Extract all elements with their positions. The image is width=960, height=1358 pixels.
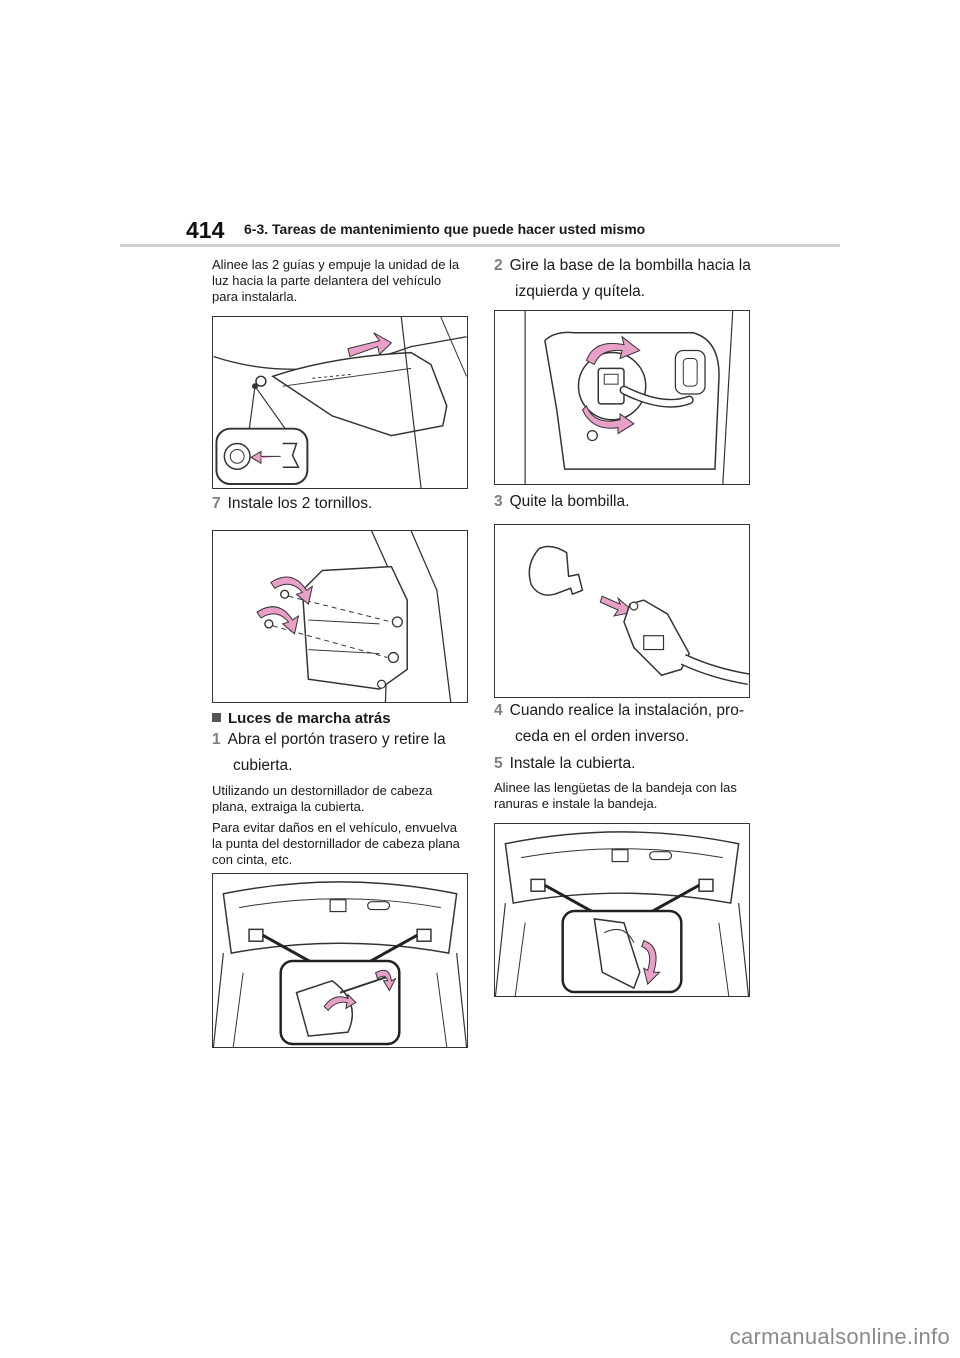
step-3-number: 3 bbox=[494, 493, 503, 510]
step-4: 4 Cuando realice la instalación, pro- ced… bbox=[494, 699, 754, 749]
intro-line-1: Alinee las 2 guías y empuje la unidad de… bbox=[212, 257, 460, 272]
intro-line-2: luz hacia la parte delantera del vehícul… bbox=[212, 273, 442, 288]
step-2-line-1: Gire la base de la bombilla hacia la bbox=[509, 257, 751, 274]
step-7-number: 7 bbox=[212, 495, 221, 512]
note-2-line-3: con cinta, etc. bbox=[212, 852, 293, 867]
section-heading-reverse-lights: Luces de marcha atrás bbox=[212, 710, 391, 727]
note-1: Utilizando un destornillador de cabeza p… bbox=[212, 783, 472, 815]
step-2: 2 Gire la base de la bombilla hacia la iz… bbox=[494, 254, 754, 304]
step-1-line-2: cubierta. bbox=[233, 757, 293, 774]
note-2-line-1: Para evitar daños en el vehículo, envuel… bbox=[212, 820, 457, 835]
step-1-line-1: Abra el portón trasero y retire la bbox=[227, 731, 446, 748]
step-3: 3 Quite la bombilla. bbox=[494, 490, 629, 514]
step-5: 5 Instale la cubierta. bbox=[494, 752, 635, 776]
step-3-text: Quite la bombilla. bbox=[509, 493, 630, 510]
note-right-line-1: Alinee las lengüetas de la bandeja con l… bbox=[494, 780, 737, 795]
square-bullet-icon bbox=[212, 713, 221, 722]
note-2: Para evitar daños en el vehículo, envuel… bbox=[212, 820, 472, 868]
step-7: 7 Instale los 2 tornillos. bbox=[212, 492, 372, 516]
section-title: 6-3. Tareas de mantenimiento que puede h… bbox=[244, 221, 646, 237]
step-2-number: 2 bbox=[494, 257, 503, 274]
figure-turn-bulb-base bbox=[494, 310, 750, 485]
step-4-line-1: Cuando realice la instalación, pro- bbox=[509, 702, 744, 719]
step-1-number: 1 bbox=[212, 731, 221, 748]
figure-remove-cover bbox=[212, 873, 468, 1048]
intro-line-3: para instalarla. bbox=[212, 289, 298, 304]
note-right-line-2: ranuras e instale la bandeja. bbox=[494, 796, 658, 811]
figure-install-cover bbox=[494, 823, 750, 997]
step-5-text: Instale la cubierta. bbox=[509, 755, 636, 772]
figure-tail-light-install bbox=[212, 316, 468, 489]
intro-paragraph: Alinee las 2 guías y empuje la unidad de… bbox=[212, 257, 472, 305]
page-number: 414 bbox=[186, 217, 225, 243]
note-1-line-1: Utilizando un destornillador de cabeza bbox=[212, 783, 433, 798]
note-right: Alinee las lengüetas de la bandeja con l… bbox=[494, 780, 754, 812]
step-5-number: 5 bbox=[494, 755, 503, 772]
step-4-number: 4 bbox=[494, 702, 503, 719]
header-divider bbox=[120, 244, 840, 247]
note-1-line-2: plana, extraiga la cubierta. bbox=[212, 799, 365, 814]
figure-remove-bulb bbox=[494, 524, 750, 698]
step-1: 1 Abra el portón trasero y retire la cubi… bbox=[212, 728, 472, 778]
step-4-line-2: ceda en el orden inverso. bbox=[515, 728, 690, 745]
figure-install-screws bbox=[212, 530, 468, 703]
step-2-line-2: izquierda y quítela. bbox=[515, 283, 646, 300]
section-heading-text: Luces de marcha atrás bbox=[228, 710, 391, 727]
footer-watermark: carmanualsonline.info bbox=[729, 1324, 950, 1349]
step-7-text: Instale los 2 tornillos. bbox=[227, 495, 373, 512]
note-2-line-2: la punta del destornillador de cabeza pl… bbox=[212, 836, 460, 851]
